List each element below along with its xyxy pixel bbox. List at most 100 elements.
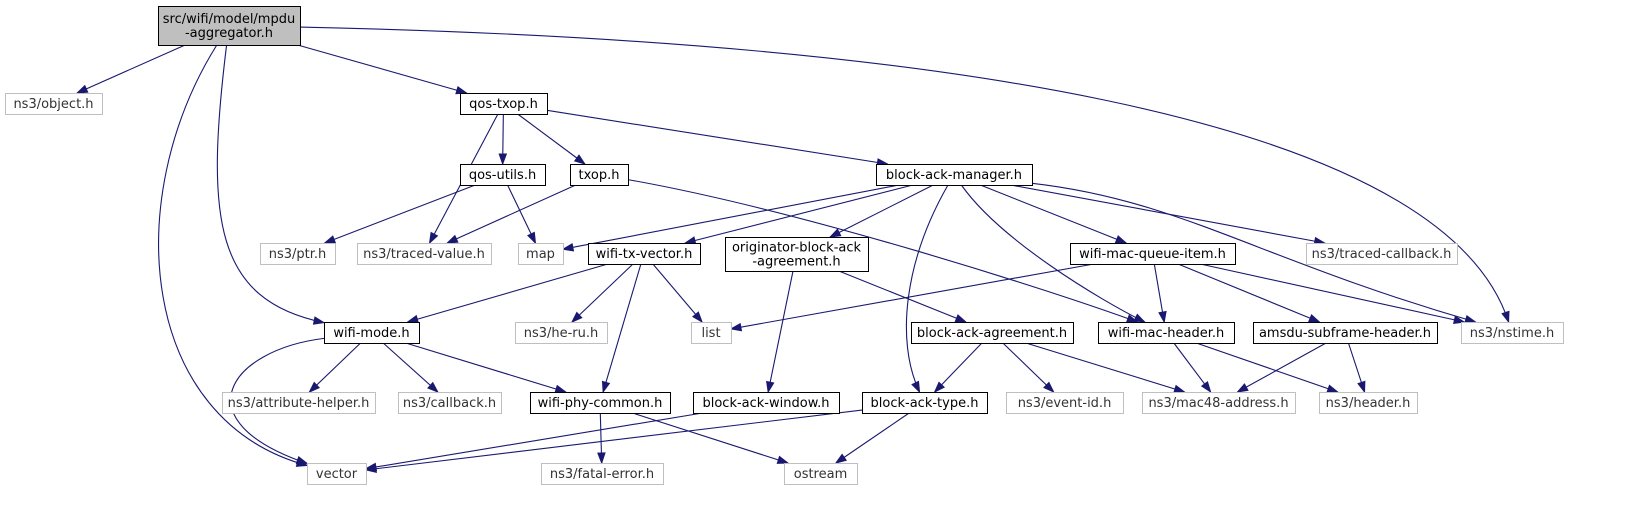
edge-oba-to-baw [767, 270, 794, 393]
node-label: wifi-mac-queue-item.h [1079, 247, 1226, 262]
arrowhead-bam-to-batype [911, 380, 921, 394]
arrowhead-batype-to-ostream [834, 453, 847, 464]
node-box [222, 392, 376, 414]
node-baw[interactable]: block-ack-window.h [693, 392, 840, 414]
node-batype[interactable]: block-ack-type.h [862, 392, 988, 414]
node-label: ostream [794, 467, 848, 482]
node-box [158, 6, 301, 46]
node-txop[interactable]: txop.h [570, 164, 629, 186]
edge-mqi-to-nstime [1200, 263, 1465, 323]
edge-mpdu-to-object [76, 44, 186, 94]
arrowhead-mpdu-to-object [75, 84, 89, 94]
node-vector[interactable]: vector [307, 463, 367, 485]
node-box [1070, 243, 1236, 265]
node-label: map [526, 247, 555, 262]
node-box [693, 392, 840, 414]
node-box [1306, 243, 1458, 265]
arrowhead-txvector-to-list [692, 311, 704, 324]
node-box [1142, 392, 1296, 414]
node-ptr[interactable]: ns3/ptr.h [260, 243, 336, 265]
node-label: src/wifi/model/mpdu [163, 12, 295, 27]
node-box [862, 392, 988, 414]
arrowhead-wifimode-to-phycommon [554, 384, 568, 394]
node-label: -aggregator.h [185, 26, 273, 41]
arrowhead-qostxop-to-qosutils [498, 153, 508, 166]
node-box [541, 463, 664, 485]
edge-baa-to-batype [934, 342, 983, 393]
arrowhead-txvector-to-heru [570, 311, 583, 324]
node-label: ns3/fatal-error.h [550, 467, 654, 482]
node-phycommon[interactable]: wifi-phy-common.h [530, 392, 671, 414]
edge-oba-to-baa [838, 270, 967, 323]
node-machdr[interactable]: wifi-mac-header.h [1098, 322, 1235, 344]
node-tracedvalue[interactable]: ns3/traced-value.h [357, 243, 492, 265]
node-qostxop[interactable]: qos-txop.h [460, 93, 548, 115]
node-map[interactable]: map [518, 243, 564, 265]
node-mpdu: src/wifi/model/mpdu-aggregator.h [158, 6, 301, 46]
node-label: wifi-mode.h [333, 326, 409, 341]
node-box [588, 243, 701, 265]
arrowhead-oba-to-baa [954, 314, 968, 323]
node-nstime[interactable]: ns3/nstime.h [1461, 322, 1564, 344]
edge-machdr-to-header [1196, 342, 1338, 393]
edge-phycommon-to-ostream [632, 412, 789, 464]
node-label: ns3/attribute-helper.h [228, 396, 370, 411]
node-box [357, 243, 492, 265]
arrowhead-bam-to-map [561, 242, 575, 252]
arrowhead-bam-to-machdr [1133, 313, 1147, 323]
edge-bam-to-txvector [685, 184, 913, 244]
node-box [5, 93, 103, 115]
node-eventid[interactable]: ns3/event-id.h [1006, 392, 1124, 414]
edge-mqi-to-list [730, 263, 1094, 330]
edge-mpdu-to-nstime [299, 26, 1510, 323]
arrowhead-txvector-to-phycommon [601, 380, 611, 394]
node-bam[interactable]: block-ack-manager.h [876, 164, 1033, 186]
edge-bam-to-machdr [960, 184, 1145, 323]
node-box [784, 463, 858, 485]
node-box [530, 392, 671, 414]
node-oba[interactable]: originator-block-ack-agreement.h [725, 237, 869, 272]
arrowhead-qostxop-to-txop [573, 154, 587, 165]
node-label: ns3/header.h [1326, 396, 1411, 411]
node-label: ns3/callback.h [403, 396, 496, 411]
arrowhead-mpdu-to-nstime [1501, 310, 1510, 324]
arrowhead-qosutils-to-ptr [323, 235, 337, 244]
node-label: ns3/traced-callback.h [1312, 247, 1452, 262]
arrowhead-amsdu-to-header [1357, 380, 1366, 394]
node-ostream[interactable]: ostream [784, 463, 858, 485]
node-callback[interactable]: ns3/callback.h [398, 392, 502, 414]
node-header[interactable]: ns3/header.h [1319, 392, 1418, 414]
node-box [460, 93, 548, 115]
node-label: block-ack-type.h [871, 396, 979, 411]
node-tracedcb[interactable]: ns3/traced-callback.h [1306, 243, 1458, 265]
node-object[interactable]: ns3/object.h [5, 93, 103, 115]
node-box [518, 243, 564, 265]
node-mac48[interactable]: ns3/mac48-address.h [1142, 392, 1296, 414]
arrowhead-bam-to-oba [828, 228, 842, 238]
node-box [911, 322, 1074, 344]
arrowhead-phycommon-to-ostream [776, 455, 790, 464]
node-box [398, 392, 502, 414]
edge-batype-to-ostream [835, 412, 910, 464]
node-box [1253, 322, 1438, 344]
node-label: ns3/object.h [13, 97, 93, 112]
edge-txvector-to-list [652, 263, 703, 323]
node-qosutils[interactable]: qos-utils.h [460, 164, 546, 186]
edge-txop-to-tracedvalue [447, 184, 576, 244]
node-attrhelper[interactable]: ns3/attribute-helper.h [222, 392, 376, 414]
node-list[interactable]: list [691, 322, 732, 344]
edge-qostxop-to-bam [546, 109, 888, 165]
node-fatalerror[interactable]: ns3/fatal-error.h [541, 463, 664, 485]
node-mqi[interactable]: wifi-mac-queue-item.h [1070, 243, 1236, 265]
node-box [460, 164, 546, 186]
arrowhead-baa-to-eventid [1043, 381, 1055, 394]
node-amsdu[interactable]: amsdu-subframe-header.h [1253, 322, 1438, 344]
node-baa[interactable]: block-ack-agreement.h [911, 322, 1074, 344]
node-heru[interactable]: ns3/he-ru.h [515, 322, 608, 344]
node-txvector[interactable]: wifi-tx-vector.h [588, 243, 701, 265]
node-wifimode[interactable]: wifi-mode.h [324, 322, 420, 344]
edge-wifimode-to-callback [382, 342, 439, 393]
node-label: -agreement.h [752, 255, 840, 270]
edge-bam-to-map [562, 184, 900, 250]
